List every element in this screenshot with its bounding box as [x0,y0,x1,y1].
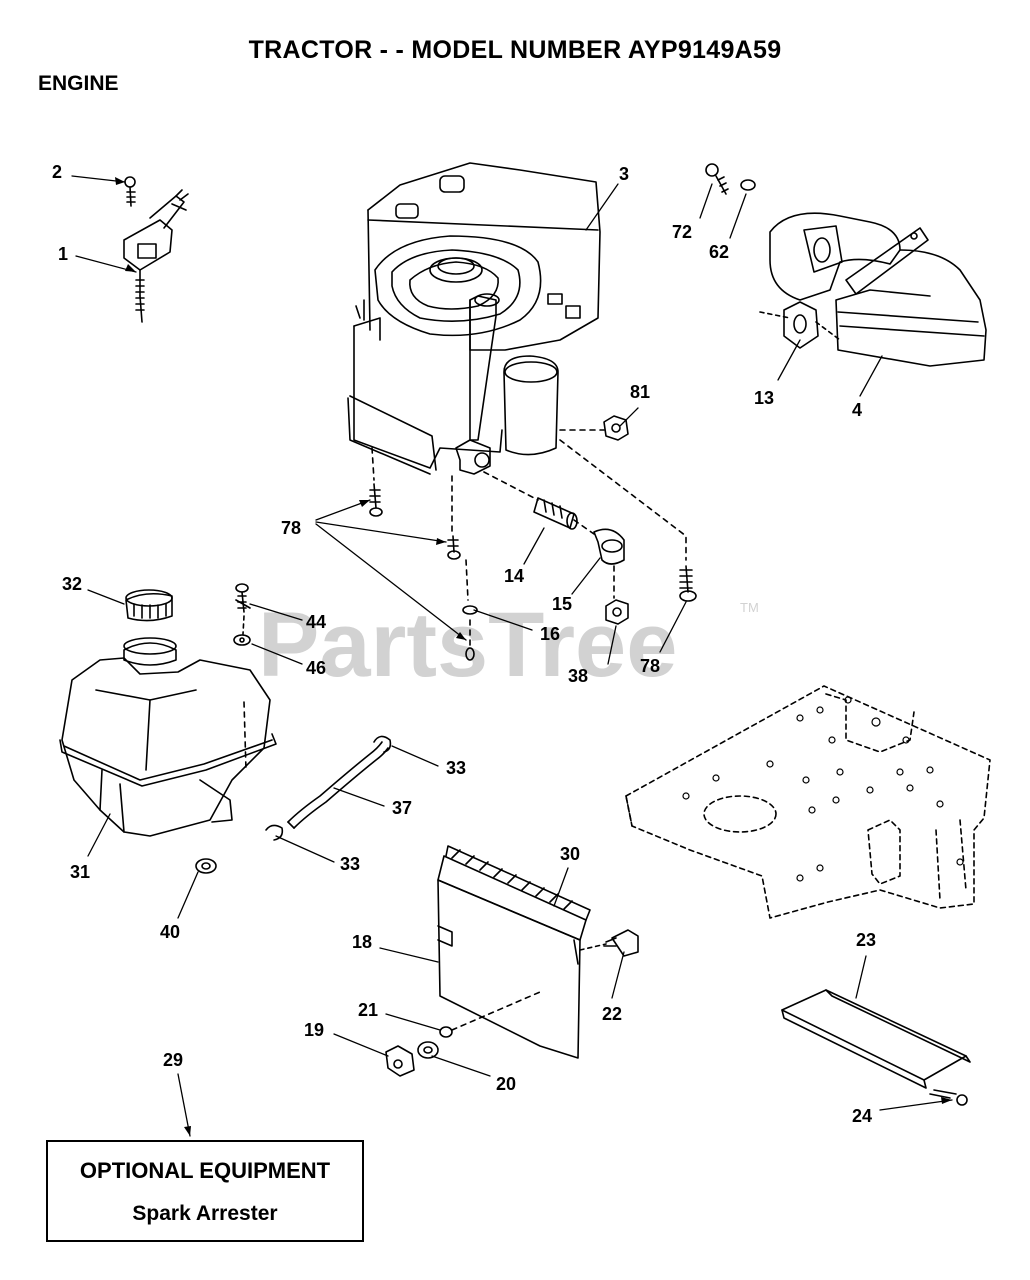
engine-part [347,162,601,475]
callout-20: 20 [496,1074,516,1094]
callout-78-right: 78 [640,656,660,676]
callout-81: 81 [630,382,650,402]
watermark: PartsTree [258,594,677,696]
callout-labels: 2 1 3 72 62 13 4 81 78 14 15 16 38 78 32… [52,162,876,1126]
nut-81-part [559,415,629,441]
callout-31: 31 [70,862,90,882]
fuel-cap-part [125,589,173,622]
callout-29: 29 [163,1050,183,1070]
leader-arrowheads [115,177,952,1136]
callout-2: 2 [52,162,62,182]
throttle-control-part [123,176,189,323]
callout-21: 21 [358,1000,378,1020]
callout-62: 62 [709,242,729,262]
callout-78-left: 78 [281,518,301,538]
callout-33-top: 33 [446,758,466,778]
muffler-assembly-part [705,163,987,367]
frame-holes [682,696,964,882]
bolt-22-part [579,929,639,957]
fuel-tank-part [59,637,277,837]
callout-4: 4 [852,400,862,420]
callout-24: 24 [852,1106,872,1126]
diagram-title: TRACTOR - - MODEL NUMBER AYP9149A59 [248,36,782,64]
callout-33-bottom: 33 [340,854,360,874]
callout-44: 44 [306,612,326,632]
callout-38: 38 [568,666,588,686]
tractor-frame-part [625,685,991,919]
watermark-trademark: TM [740,600,759,615]
section-heading: ENGINE [38,72,119,95]
callout-37: 37 [392,798,412,818]
callout-72: 72 [672,222,692,242]
optional-equipment-box: OPTIONAL EQUIPMENT Spark Arrester [46,1140,364,1242]
callout-40: 40 [160,922,180,942]
callout-16: 16 [540,624,560,644]
optional-equipment-heading: OPTIONAL EQUIPMENT [79,1158,331,1183]
heat-shield-part [437,845,591,1059]
callout-32: 32 [62,574,82,594]
oil-drain-part [483,439,697,625]
fuel-line-part [265,735,392,841]
callout-1: 1 [58,244,68,264]
screw-44-part [233,583,251,646]
callout-23: 23 [856,930,876,950]
callout-15: 15 [552,594,572,614]
callout-30: 30 [560,844,580,864]
grommet-40-part [195,858,217,874]
spacer-washer-part [385,991,541,1077]
callout-22: 22 [602,1004,622,1024]
callout-13: 13 [754,388,774,408]
bolts-78-part [369,447,478,661]
callout-14: 14 [504,566,524,586]
callout-3: 3 [619,164,629,184]
leader-lines [71,175,953,1137]
callout-46: 46 [306,658,326,678]
plate-23-part [781,989,971,1106]
callout-18: 18 [352,932,372,952]
callout-19: 19 [304,1020,324,1040]
optional-equipment-item: Spark Arrester [132,1202,278,1225]
